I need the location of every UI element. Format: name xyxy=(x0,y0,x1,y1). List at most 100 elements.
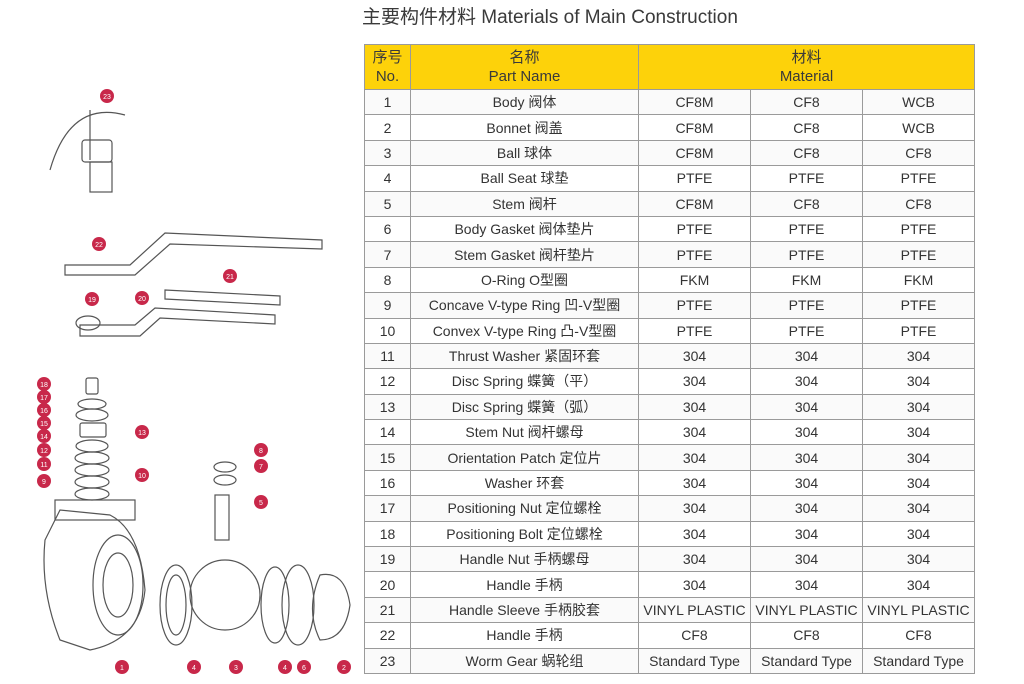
svg-text:17: 17 xyxy=(40,395,48,402)
cell-part-name: Stem Gasket 阀杆垫片 xyxy=(410,241,639,268)
svg-text:13: 13 xyxy=(138,430,146,437)
callout-12: 12 xyxy=(37,443,51,457)
cell-material: 304 xyxy=(638,469,751,497)
bonnet-part xyxy=(311,573,351,641)
cell-part-name: Handle Sleeve 手柄胶套 xyxy=(410,596,639,624)
cell-material: VINYL PLASTIC xyxy=(862,596,975,624)
cell-material: 304 xyxy=(638,368,751,395)
callout-5: 5 xyxy=(254,495,268,509)
cell-material: PTFE xyxy=(862,292,975,319)
cell-no: 4 xyxy=(364,165,411,192)
cell-no: 19 xyxy=(364,546,411,573)
cell-part-name: Ball 球体 xyxy=(410,139,639,167)
cell-material: PTFE xyxy=(862,241,975,268)
cell-part-name: Handle Nut 手柄螺母 xyxy=(410,546,639,573)
cell-no: 17 xyxy=(364,495,411,522)
callout-9: 9 xyxy=(37,474,51,488)
cell-material: 304 xyxy=(750,444,863,471)
cell-part-name: Disc Spring 蝶簧（弧） xyxy=(410,393,639,421)
cell-material: 304 xyxy=(750,571,863,598)
callout-2: 2 xyxy=(337,660,351,674)
cell-material: VINYL PLASTIC xyxy=(750,596,863,624)
cell-material: PTFE xyxy=(862,165,975,192)
cell-part-name: Worm Gear 蜗轮组 xyxy=(410,647,639,674)
cell-no: 3 xyxy=(364,139,411,167)
callout-17: 17 xyxy=(37,390,51,404)
cell-material: 304 xyxy=(638,342,751,370)
callout-13: 13 xyxy=(135,425,149,439)
callout-8: 8 xyxy=(254,443,268,457)
callout-15: 15 xyxy=(37,416,51,430)
svg-text:9: 9 xyxy=(42,479,46,486)
cell-material: PTFE xyxy=(750,317,863,344)
cell-no: 15 xyxy=(364,444,411,471)
handle-20-part xyxy=(79,307,276,337)
cell-material: WCB xyxy=(862,88,975,116)
cell-material: 304 xyxy=(638,419,751,446)
cell-material: 304 xyxy=(750,342,863,370)
cell-no: 10 xyxy=(364,317,411,344)
cell-no: 2 xyxy=(364,114,411,141)
cell-no: 13 xyxy=(364,393,411,421)
cell-no: 18 xyxy=(364,520,411,548)
cell-no: 7 xyxy=(364,241,411,268)
cell-part-name: Stem 阀杆 xyxy=(410,190,639,217)
svg-text:10: 10 xyxy=(138,473,146,480)
cell-part-name: Washer 环套 xyxy=(410,469,639,497)
cell-part-name: Disc Spring 蝶簧（平） xyxy=(410,368,639,395)
svg-text:19: 19 xyxy=(88,297,96,304)
cell-no: 6 xyxy=(364,215,411,243)
svg-text:15: 15 xyxy=(40,421,48,428)
cell-part-name: Handle 手柄 xyxy=(410,622,639,649)
cell-material: FKM xyxy=(638,266,751,294)
cell-material: PTFE xyxy=(750,292,863,319)
cell-no: 1 xyxy=(364,88,411,116)
cell-material: 304 xyxy=(750,368,863,395)
cell-material: 304 xyxy=(638,520,751,548)
cell-material: CF8 xyxy=(750,139,863,167)
svg-text:8: 8 xyxy=(259,448,263,455)
svg-text:20: 20 xyxy=(138,296,146,303)
cell-material: PTFE xyxy=(638,292,751,319)
cell-part-name: Stem Nut 阀杆螺母 xyxy=(410,419,639,446)
cell-material: 304 xyxy=(750,546,863,573)
svg-text:4: 4 xyxy=(192,665,196,672)
cell-material: CF8 xyxy=(750,114,863,141)
svg-text:21: 21 xyxy=(226,274,234,281)
cell-material: 304 xyxy=(862,520,975,548)
cell-material: 304 xyxy=(862,393,975,421)
cell-material: PTFE xyxy=(750,215,863,243)
cell-part-name: Convex V-type Ring 凸-V型圈 xyxy=(410,317,639,344)
cell-material: FKM xyxy=(750,266,863,294)
callout-21: 21 xyxy=(223,269,237,283)
cell-part-name: Positioning Nut 定位螺栓 xyxy=(410,495,639,522)
cell-material: CF8M xyxy=(638,190,751,217)
cell-part-name: Body Gasket 阀体垫片 xyxy=(410,215,639,243)
exploded-valve-diagram: 23 22 21 20 19 18 17 16 15 14 13 12 11 1… xyxy=(37,89,351,674)
callout-14: 14 xyxy=(37,429,51,443)
ball-seat-part xyxy=(159,564,193,646)
callout-4b: 4 xyxy=(278,660,292,674)
cell-part-name: Handle 手柄 xyxy=(410,571,639,598)
callout-4a: 4 xyxy=(187,660,201,674)
cell-no: 21 xyxy=(364,596,411,624)
svg-text:7: 7 xyxy=(259,464,263,471)
cell-material: 304 xyxy=(638,571,751,598)
cell-material: 304 xyxy=(862,571,975,598)
